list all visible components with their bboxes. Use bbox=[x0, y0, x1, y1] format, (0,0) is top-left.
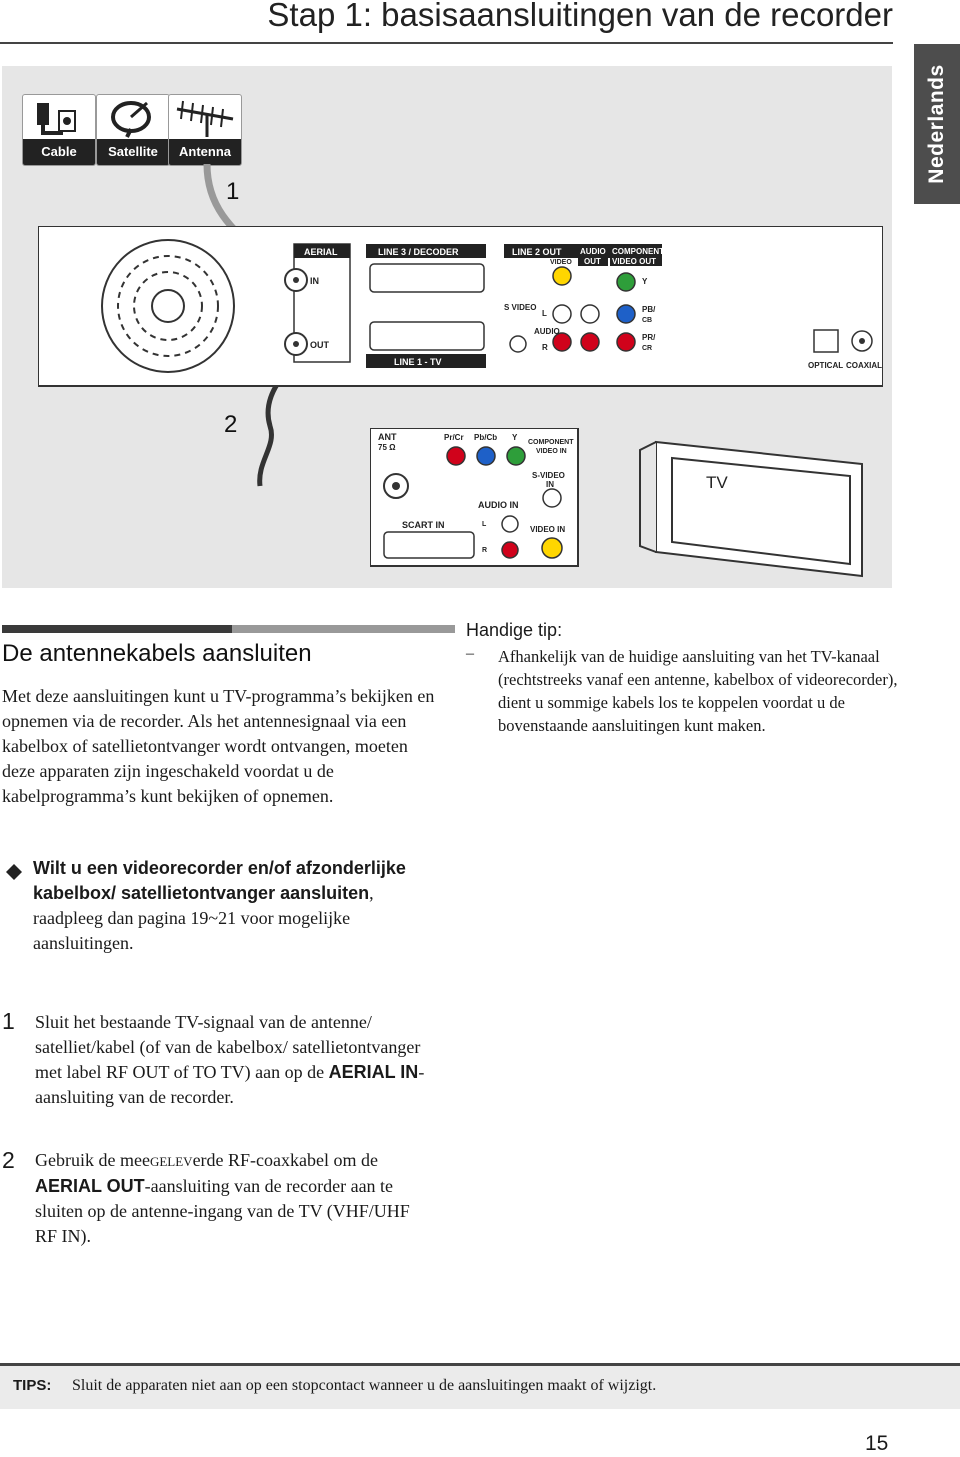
step-2-small: GELEV bbox=[149, 1154, 193, 1169]
line3-label: LINE 3 / DECODER bbox=[378, 247, 459, 257]
antenna-icon bbox=[169, 95, 241, 139]
aerial-in-label: IN bbox=[310, 276, 319, 286]
tv-audio-in-label: AUDIO IN bbox=[478, 500, 519, 510]
section-paragraph: Met deze aansluitingen kunt u TV-program… bbox=[2, 686, 435, 806]
tv-y-label: Y bbox=[512, 433, 518, 442]
page-title: Stap 1: basisaansluitingen van de record… bbox=[267, 0, 893, 33]
step-2-pre: Gebruik de mee bbox=[35, 1150, 150, 1170]
tv-label: TV bbox=[706, 473, 728, 492]
satellite-dish-icon bbox=[97, 95, 169, 139]
diagram-step-1: 1 bbox=[226, 178, 240, 205]
recorder-rear-panel: AERIAL IN OUT LINE 3 / DECODER LINE 1 - … bbox=[38, 226, 883, 387]
s-video-label: S VIDEO bbox=[504, 303, 536, 312]
antenna-label: Antenna bbox=[169, 139, 241, 165]
tv-pr-cr-label: Pr/Cr bbox=[444, 433, 464, 442]
tips-bar bbox=[0, 1363, 960, 1409]
tv-audio-l-label: L bbox=[482, 521, 487, 528]
video-label: VIDEO bbox=[550, 259, 572, 266]
tips-label: TIPS: bbox=[13, 1377, 52, 1394]
component-out-label-1: COMPONENT bbox=[612, 247, 664, 256]
connection-diagram: Cable Satellite Antenna 1 2 bbox=[2, 66, 892, 588]
section-heading: De antennekabels aansluiten bbox=[2, 640, 312, 667]
tv-s-video-in-1: S-VIDEO bbox=[532, 471, 565, 480]
coaxial-label: COAXIAL bbox=[846, 361, 882, 370]
pr-label: PR/ bbox=[642, 333, 656, 342]
cable-label: Cable bbox=[23, 139, 95, 165]
title-divider bbox=[0, 42, 893, 44]
language-tab: Nederlands bbox=[914, 44, 960, 204]
audio-l-label: L bbox=[542, 309, 547, 318]
line2-out-label: LINE 2 OUT bbox=[512, 247, 562, 257]
bullet-rest: , raadpleeg dan pagina 19~21 voor mogeli… bbox=[33, 883, 374, 953]
satellite-label: Satellite bbox=[97, 139, 169, 165]
tv-input-panel: ANT 75 Ω Pr/Cr Pb/Cb Y COMPONENT VIDEO I… bbox=[370, 428, 579, 567]
tv-component-in-2: VIDEO IN bbox=[536, 448, 567, 455]
language-tab-label: Nederlands bbox=[925, 64, 948, 184]
diagram-step-2: 2 bbox=[224, 411, 238, 438]
tv-audio-r-label: R bbox=[482, 547, 487, 554]
step-1-pre: Sluit het bestaande TV-signaal van de an… bbox=[35, 1012, 421, 1082]
tv-ohm-label: 75 Ω bbox=[378, 443, 396, 452]
page-number: 15 bbox=[865, 1432, 889, 1455]
cable-icon bbox=[23, 95, 95, 139]
diamond-bullet-icon bbox=[6, 864, 22, 880]
tv-s-video-in-2: IN bbox=[546, 480, 554, 489]
audio-r-label: R bbox=[542, 343, 548, 352]
cable-source: Cable bbox=[22, 94, 96, 166]
step-1-post: -aansluiting van de recorder. bbox=[35, 1062, 425, 1107]
tips-text: Sluit de apparaten niet aan op een stopc… bbox=[72, 1377, 657, 1394]
tv-set: TV bbox=[639, 440, 863, 578]
step-1-text: Sluit het bestaande TV-signaal van de an… bbox=[35, 1010, 435, 1110]
section-rule bbox=[2, 625, 455, 633]
aerial-label: AERIAL bbox=[304, 247, 338, 257]
pb-label: PB/ bbox=[642, 305, 656, 314]
antenna-source: Antenna bbox=[168, 94, 242, 166]
tv-pb-cb-label: Pb/Cb bbox=[474, 433, 497, 442]
bullet-bold: Wilt u een videorecorder en/of afzonderl… bbox=[33, 858, 406, 903]
audio-label: AUDIO bbox=[534, 327, 560, 336]
step-2-mid: erde RF-coaxkabel om de bbox=[192, 1150, 378, 1170]
satellite-source: Satellite bbox=[96, 94, 170, 166]
tv-ant-label: ANT bbox=[378, 432, 397, 442]
line1-label: LINE 1 - TV bbox=[394, 357, 442, 367]
tv-video-in-label: VIDEO IN bbox=[530, 525, 565, 534]
step-1-bold: AERIAL IN bbox=[328, 1062, 419, 1082]
step-2-number: 2 bbox=[2, 1147, 15, 1173]
step-2-bold: AERIAL OUT bbox=[35, 1176, 145, 1196]
audio-out-label-2: OUT bbox=[584, 257, 601, 266]
step-1-number: 1 bbox=[2, 1008, 15, 1034]
audio-out-label-1: AUDIO bbox=[580, 247, 606, 256]
tip-dash: – bbox=[466, 645, 474, 662]
step-2-post: -aansluiting van de recorder aan te slui… bbox=[35, 1176, 410, 1246]
component-out-label-2: VIDEO OUT bbox=[612, 257, 656, 266]
cb-label: CB bbox=[642, 317, 652, 324]
aerial-out-label: OUT bbox=[310, 340, 330, 350]
y-label: Y bbox=[642, 277, 648, 286]
step-2-text: Gebruik de meeGELEVerde RF-coaxkabel om … bbox=[35, 1148, 435, 1249]
cr-label: CR bbox=[642, 345, 652, 352]
optical-label: OPTICAL bbox=[808, 361, 843, 370]
tip-heading: Handige tip: bbox=[466, 620, 563, 640]
tv-component-in-1: COMPONENT bbox=[528, 439, 574, 446]
tv-scart-in-label: SCART IN bbox=[402, 520, 445, 530]
tip-text: Afhankelijk van de huidige aansluiting v… bbox=[498, 647, 898, 735]
bullet-note: Wilt u een videorecorder en/of afzonderl… bbox=[33, 856, 433, 956]
